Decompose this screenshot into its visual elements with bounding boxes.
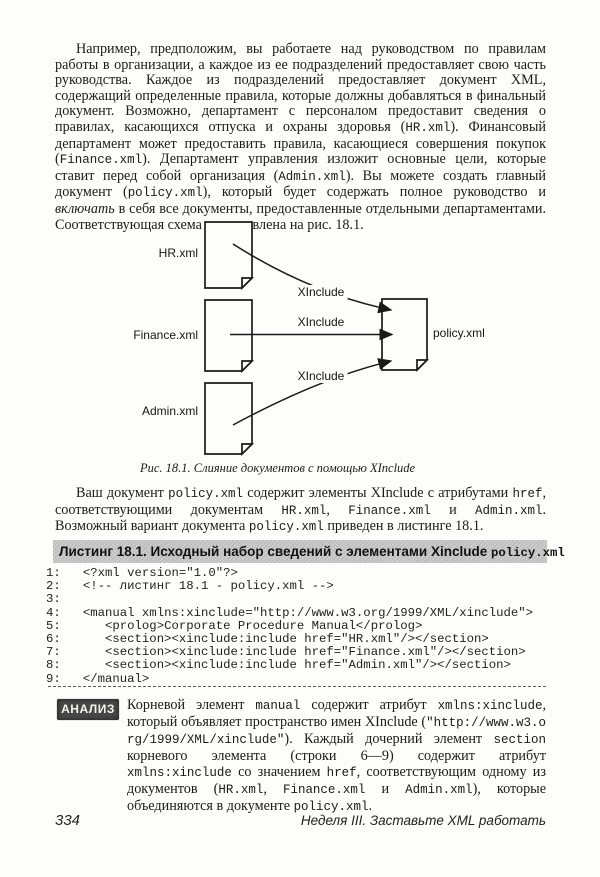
listing-header: Листинг 18.1. Исходный набор сведений с … [53,540,565,563]
footer-page-number: 334 [55,812,81,829]
xinclude-edge-label-1: XInclude [294,285,348,299]
text-segment: содержит атрибут [300,697,438,713]
doc-label-policy: policy.xml [433,326,485,340]
text-segment: HR.xml [405,120,451,135]
text-segment: HR.xml [281,503,327,518]
text-segment: section [493,733,546,747]
code-line: 9: </manual> [46,671,150,686]
diagram-canvas [204,221,430,457]
doc-label-hr: HR.xml [158,246,198,260]
code-line: 5: <prolog>Corporate Procedure Manual</p… [46,618,423,633]
code-line: 1: <?xml version="1.0"?> [46,566,238,580]
text-segment: Finance.xml [348,503,431,518]
body-paragraph-2: Ваш документ policy.xml содержит элемент… [55,485,546,536]
text-segment: xmlns:xinclude [437,699,543,713]
text-segment: Finance.xml [282,783,366,797]
text-segment: policy.xml [127,186,203,201]
text-segment: ). Каждый дочерний элемент [284,731,494,747]
code-line: 2: <!-- листинг 18.1 - policy.xml --> [46,579,334,594]
text-segment: содержит элементы XInclude с атрибутами [243,485,513,501]
xinclude-arrow-hr [232,243,393,314]
doc-label-finance: Finance.xml [133,328,198,342]
doc-label-admin: Admin.xml [141,404,198,418]
code-line: 4: <manual xmlns:xinclude="http://www.w3… [46,605,534,620]
text-segment: Ваш документ [76,485,169,501]
code-line: 6: <section><xinclude:include href="HR.x… [46,632,489,647]
listing-title: Листинг 18.1. Исходный набор сведений с … [59,544,491,559]
text-segment: ). Финансовый департамент может предоста… [55,118,546,168]
analysis-stamp: АНАЛИЗ [57,699,119,720]
xinclude-arrow-admin [232,358,393,426]
text-segment: ). Департамент управления изложит основн… [55,151,546,184]
doc-shape-hr-fold [241,277,255,291]
text-segment: href [326,766,357,780]
doc-shape-finance-fold [241,360,255,374]
text-segment: приведен в листинге 18.1. [323,518,484,535]
text-segment: Например, предположим, вы работаете над … [55,41,546,135]
text-segment: , который объявляет пространство имен XI… [127,697,546,730]
text-segment: , соответствующим одному из документов ( [127,764,546,797]
text-segment: ). Вы можете создать главный документ ( [55,167,546,201]
listing-title-filename: policy.xml [490,546,565,560]
text-segment: со значением [231,764,327,780]
text-segment: Admin.xml [278,169,346,184]
text-segment: и [365,781,406,797]
text-segment: и [430,501,476,518]
code-listing: 1: <?xml version="1.0"?>2: <!-- листинг … [46,566,566,686]
text-segment: policy.xml [168,487,244,501]
text-segment: href [512,487,543,501]
figure-diagram: HR.xml Finance.xml Admin.xml policy.xml … [0,218,600,464]
text-segment: , соответствующими документам [55,485,546,518]
text-segment: Admin.xml [475,503,543,518]
text-segment: . [368,798,373,814]
doc-shape-policy-fold [416,359,430,373]
figure-caption: Рис. 18.1. Слияние документов с помощью … [140,461,416,475]
text-segment: Finance.xml [59,153,143,168]
footer-section-title: Неделя III. Заставьте XML работать [300,813,546,828]
text-segment: policy.xml [293,800,369,814]
text-segment: , [263,781,283,797]
text-segment: корневого элемента (строки 6—9) содержит… [127,748,546,764]
text-segment: , [326,501,349,518]
listing-bottom-rule [48,686,546,687]
body-paragraph-1: Например, предположим, вы работаете над … [55,41,547,233]
text-segment: включать [55,200,115,217]
analysis-paragraph: Корневой элемент manual содержит атрибут… [127,697,546,815]
text-segment: ), который будет содержать полное руково… [202,184,547,201]
code-line: 7: <section><xinclude:include href="Fina… [46,645,526,660]
code-line: 8: <section><xinclude:include href="Admi… [46,658,511,673]
xinclude-edge-label-3: XInclude [294,369,348,383]
code-line: 3: [46,592,83,607]
text-segment: Admin.xml [405,783,473,797]
text-segment: "http://www.w3.org/1999/XML/xinclude" [127,716,546,747]
text-segment: xmlns:xinclude [127,766,232,780]
text-segment: HR.xml [218,783,264,797]
text-segment: ), которые объединяются в документе [127,781,547,814]
text-segment: . Возможный вариант документа [55,501,546,535]
text-segment: Корневой элемент [127,697,256,713]
text-segment: в себя все документы, предоставленные от… [55,200,546,233]
xinclude-edge-label-2: XInclude [294,315,348,329]
doc-shape-admin-fold [241,443,255,457]
text-segment: policy.xml [248,520,324,535]
text-segment: manual [255,699,301,713]
